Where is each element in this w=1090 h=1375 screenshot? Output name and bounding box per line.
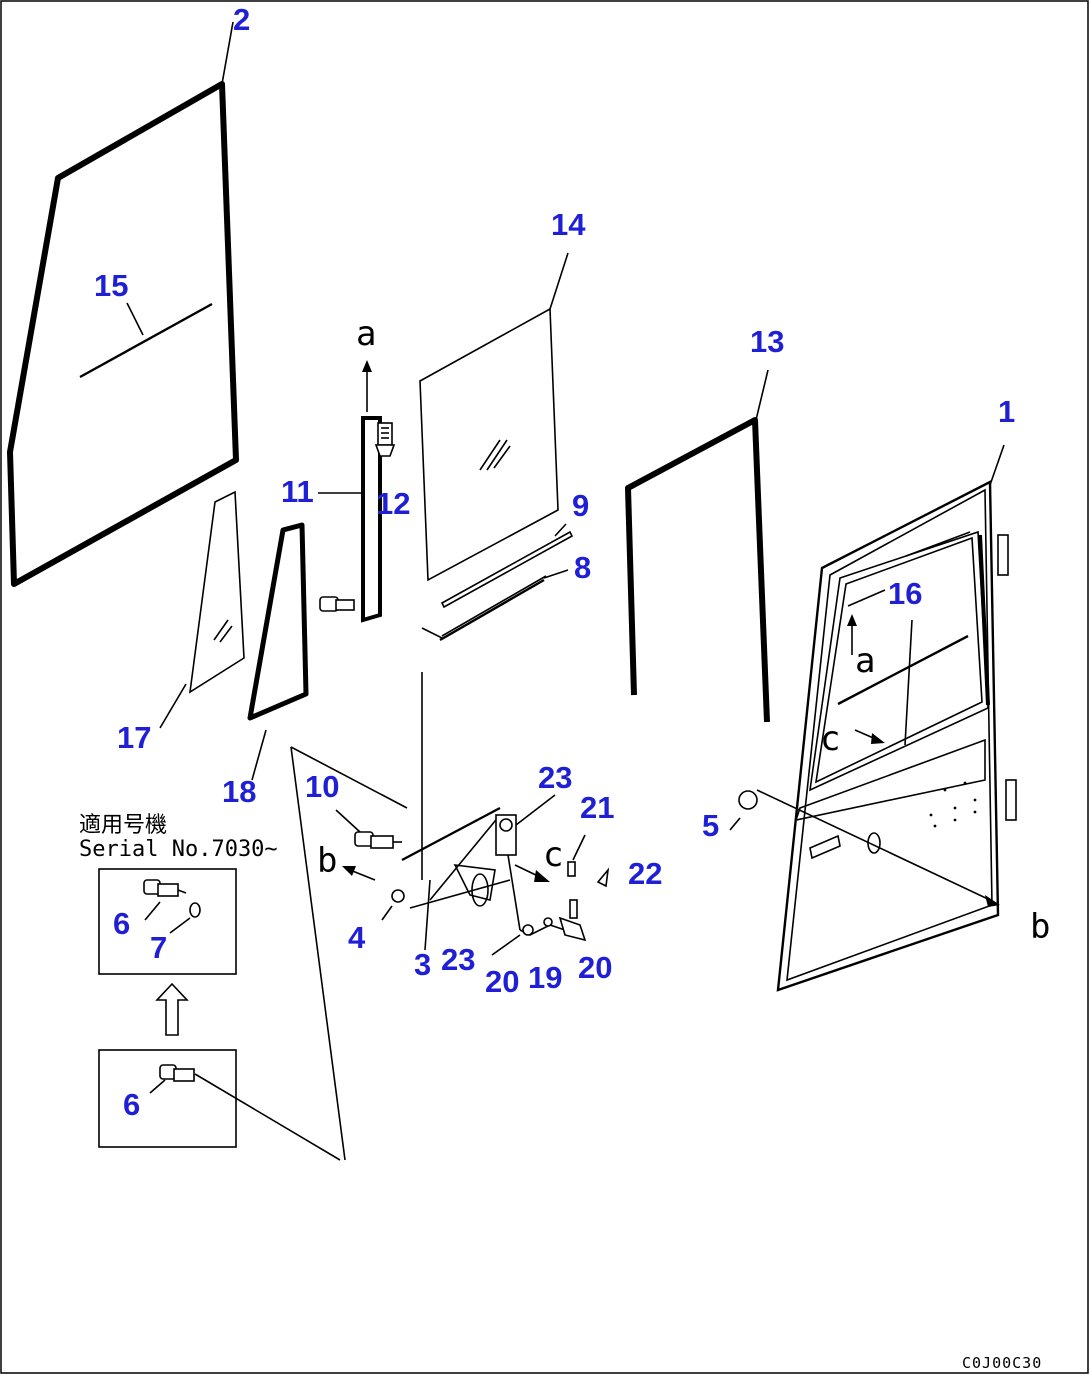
callout-19: 19 xyxy=(528,960,562,995)
part-17-glass xyxy=(159,490,245,729)
ref-a-door: a xyxy=(855,641,875,681)
part-2-window-seal xyxy=(7,21,239,587)
callout-21: 21 xyxy=(580,790,614,825)
part-14-glass xyxy=(419,252,569,582)
callout-18: 18 xyxy=(222,774,256,809)
drawing-code: C0J00C30 xyxy=(962,1354,1042,1372)
callout-6b: 6 xyxy=(123,1087,140,1122)
callout-1: 1 xyxy=(998,394,1015,429)
callout-4: 4 xyxy=(348,920,366,955)
part-15-strip xyxy=(79,302,213,379)
callout-15: 15 xyxy=(94,268,128,303)
part-9-rail xyxy=(440,523,574,609)
callout-7: 7 xyxy=(150,930,167,965)
part-1-door xyxy=(776,444,1017,992)
ref-b-left: b xyxy=(317,841,337,881)
callout-14: 14 xyxy=(551,207,586,242)
ref-a-top: a xyxy=(356,314,376,354)
callout-13: 13 xyxy=(750,324,784,359)
part-8-rail xyxy=(439,569,569,642)
callout-12: 12 xyxy=(376,486,410,521)
callout-9: 9 xyxy=(572,488,589,523)
callout-8: 8 xyxy=(574,550,591,585)
part-12-bolt xyxy=(374,422,396,457)
callout-11: 11 xyxy=(281,474,314,509)
callout-16: 16 xyxy=(888,576,922,611)
callout-2: 2 xyxy=(233,2,250,37)
callout-20a: 20 xyxy=(485,964,519,999)
callout-10: 10 xyxy=(305,769,339,804)
serial-note-line2: Serial No.7030~ xyxy=(79,837,278,862)
part-11-rail xyxy=(318,360,382,623)
ref-c-arrow xyxy=(854,729,885,744)
part-18-seal xyxy=(247,522,309,781)
regulator-assembly xyxy=(335,794,610,956)
part-5-nut xyxy=(729,789,1000,907)
ref-b-right: b xyxy=(1030,907,1050,947)
callout-23a: 23 xyxy=(538,760,572,795)
serial-note-line1: 適用号機 xyxy=(79,813,167,838)
ref-c-door: c xyxy=(820,719,840,759)
ref-c-mid: c xyxy=(543,835,563,875)
callout-5: 5 xyxy=(702,808,719,843)
callout-17: 17 xyxy=(117,720,151,755)
leader-lines xyxy=(194,627,443,1161)
callout-3: 3 xyxy=(414,947,431,982)
callout-20b: 20 xyxy=(578,950,612,985)
callout-6a: 6 xyxy=(113,906,130,941)
callout-22: 22 xyxy=(628,856,662,891)
serial-note xyxy=(98,868,237,1148)
part-13-seal xyxy=(625,369,770,723)
callout-23b: 23 xyxy=(441,942,475,977)
